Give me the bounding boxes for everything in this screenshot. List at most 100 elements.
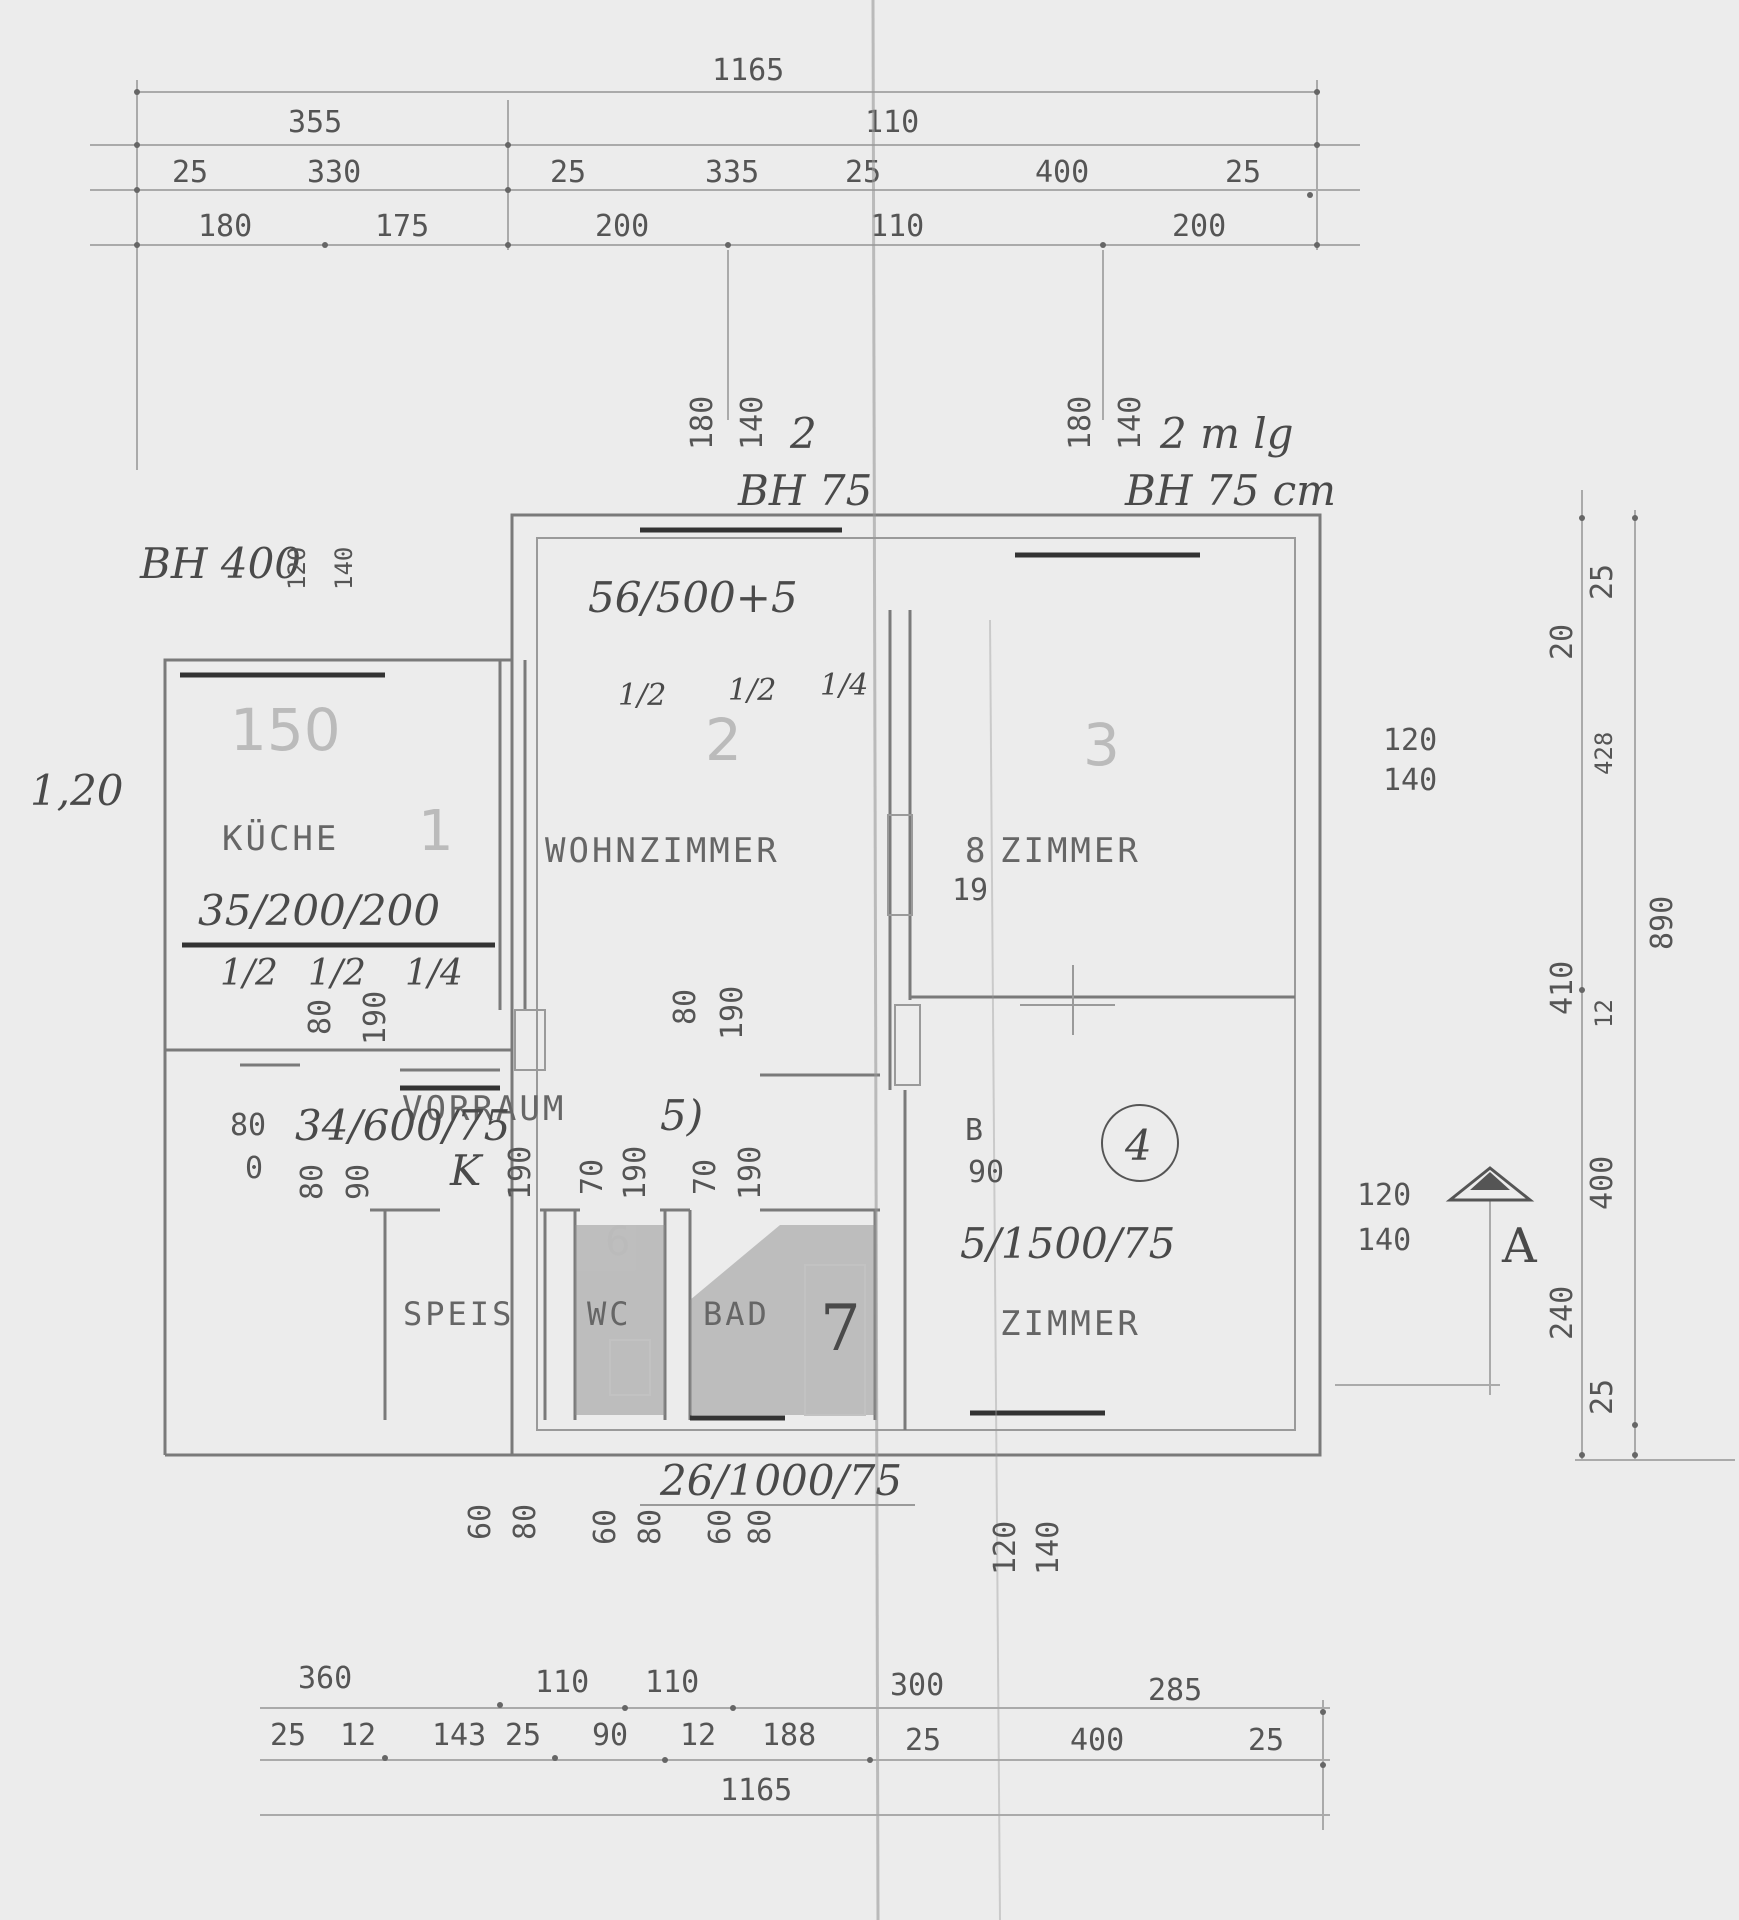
top-dimension-lines <box>90 80 1360 470</box>
door-kueche-80: 80 <box>303 999 338 1035</box>
win-wc-60: 60 <box>588 1509 623 1545</box>
bot-dim-r2-5: 12 <box>680 1718 716 1753</box>
right-win2-140: 140 <box>1357 1223 1411 1258</box>
zimmer3-19: 19 <box>952 873 988 908</box>
win-right-count: 2 m lg <box>1159 409 1294 458</box>
right-dimension-lines <box>1335 490 1735 1461</box>
wohn-frac-3: 1/4 <box>820 668 868 703</box>
dim-top-r3-3: 110 <box>870 209 924 244</box>
vorraum-calc: 34/600/75 <box>295 1101 510 1150</box>
room-zimmer4: ZIMMER <box>1000 1304 1141 1344</box>
right-dim-428: 428 <box>1590 732 1618 775</box>
bot-dim-300: 300 <box>890 1668 944 1703</box>
win-wc-80: 80 <box>633 1509 668 1545</box>
dim-top-r2-5: 400 <box>1035 155 1089 190</box>
win-left-140: 140 <box>735 396 770 450</box>
room-bad-num: 7 <box>820 1292 861 1366</box>
room-zimmer4-num: 4 <box>1124 1121 1152 1170</box>
bot-dim-110-b: 110 <box>645 1665 699 1700</box>
win-bad-60: 60 <box>703 1509 738 1545</box>
win-speis-80: 80 <box>508 1504 543 1540</box>
win-zimmer4-140: 140 <box>1031 1521 1066 1575</box>
door-wc-190: 190 <box>618 1146 653 1200</box>
right-win2-120: 120 <box>1357 1178 1411 1213</box>
wohn-calc: 56/500+5 <box>588 573 798 622</box>
bottom-window-dimensions: 60 80 60 80 60 80 120 140 <box>463 1504 1066 1575</box>
right-dim-890: 890 <box>1645 896 1680 950</box>
door-vorraum-90: 90 <box>341 1164 376 1200</box>
bottom-dimension-lines <box>260 1700 1330 1830</box>
room-wc: WC <box>587 1295 632 1333</box>
door-kueche-190: 190 <box>358 991 393 1045</box>
right-dim-410: 410 <box>1545 961 1580 1015</box>
section-arrow-icon <box>1445 1166 1535 1202</box>
room-wohn-num: 2 <box>705 706 742 774</box>
dim-top-r2-2: 25 <box>550 155 586 190</box>
kueche-frac-3: 1/4 <box>405 953 463 994</box>
right-dim-25-top: 25 <box>1585 564 1620 600</box>
dim-top-r2-6: 25 <box>1225 155 1261 190</box>
left-height-note: 1,20 <box>30 766 124 815</box>
room-zimmer3-prefix: 8 <box>965 831 988 871</box>
kitchen-window-number: 150 <box>230 696 341 764</box>
wohn-frac-2: 1/2 <box>728 673 776 708</box>
room-wohnzimmer: WOHNZIMMER <box>545 831 780 871</box>
dim-top-r3-4: 200 <box>1172 209 1226 244</box>
bot-dim-r2-4: 90 <box>592 1718 628 1753</box>
door-bad-190: 190 <box>733 1146 768 1200</box>
win-right-bh: BH 75 cm <box>1124 466 1336 515</box>
zimmer4-circle <box>1101 1104 1179 1182</box>
zimmer4-b: B <box>965 1113 983 1148</box>
win-zimmer4-120: 120 <box>988 1521 1023 1575</box>
room-speis: SPEIS <box>403 1295 514 1333</box>
kueche-calc: 35/200/200 <box>198 886 440 935</box>
bot-dim-r2-6: 188 <box>762 1718 816 1753</box>
right-win-140: 140 <box>1383 763 1437 798</box>
win-speis-60: 60 <box>463 1504 498 1540</box>
room-zimmer3: ZIMMER <box>1000 831 1141 871</box>
bot-dim-r2-8: 400 <box>1070 1723 1124 1758</box>
bot-dim-360: 360 <box>298 1661 352 1696</box>
dim-top-r3-1: 175 <box>375 209 429 244</box>
win-left-count: 2 <box>789 409 817 458</box>
room-bad: BAD <box>703 1295 770 1333</box>
kueche-frac-2: 1/2 <box>308 953 366 994</box>
room-kueche-num: 1 <box>418 799 454 864</box>
section-arrow-fill-icon <box>1470 1172 1510 1190</box>
win-bad-80: 80 <box>743 1509 778 1545</box>
right-dim-240: 240 <box>1545 1286 1580 1340</box>
dim-top-r2-0: 25 <box>172 155 208 190</box>
right-win-120: 120 <box>1383 723 1437 758</box>
zimmer4-90: 90 <box>968 1155 1004 1190</box>
room-zimmer3-num: 3 <box>1083 711 1120 779</box>
right-dim-20: 20 <box>1545 624 1580 660</box>
bot-dim-r2-9: 25 <box>1248 1723 1284 1758</box>
zimmer4-calc: 5/1500/75 <box>960 1219 1175 1268</box>
room-kueche: KÜCHE <box>222 818 339 859</box>
bot-dim-110-a: 110 <box>535 1665 589 1700</box>
dim-top-r2-3: 335 <box>705 155 759 190</box>
win-right-140: 140 <box>1113 396 1148 450</box>
door-vorraum-80: 80 <box>295 1164 330 1200</box>
door-wohn-80: 80 <box>668 989 703 1025</box>
wohn-frac-1: 1/2 <box>618 678 666 713</box>
bot-dim-r2-3: 25 <box>505 1718 541 1753</box>
dim-top-355: 355 <box>288 105 342 140</box>
kueche-frac-1: 1/2 <box>220 953 278 994</box>
room-wc-num: 6 <box>605 1219 630 1265</box>
room-vorraum-num: 5) <box>660 1091 703 1140</box>
bot-dim-r2-1: 12 <box>340 1718 376 1753</box>
door-wc-70: 70 <box>575 1159 610 1195</box>
door-vorraum-s-80: 80 <box>230 1108 266 1143</box>
bot-dim-r2-0: 25 <box>270 1718 306 1753</box>
bot-dim-285: 285 <box>1148 1673 1202 1708</box>
door-vorraum-s-0: 0 <box>245 1151 263 1186</box>
door-wohn-190: 190 <box>715 986 750 1040</box>
bot-dim-r2-7: 25 <box>905 1723 941 1758</box>
bottom-calc: 26/1000/75 <box>659 1456 902 1505</box>
door-dimensions: 80 190 80 190 80 90 80 0 190 70 190 70 1… <box>230 986 768 1200</box>
win-left-bh: BH 75 <box>737 466 872 515</box>
right-dim-25-bot: 25 <box>1585 1379 1620 1415</box>
left-bh-120: 120 <box>283 547 311 590</box>
